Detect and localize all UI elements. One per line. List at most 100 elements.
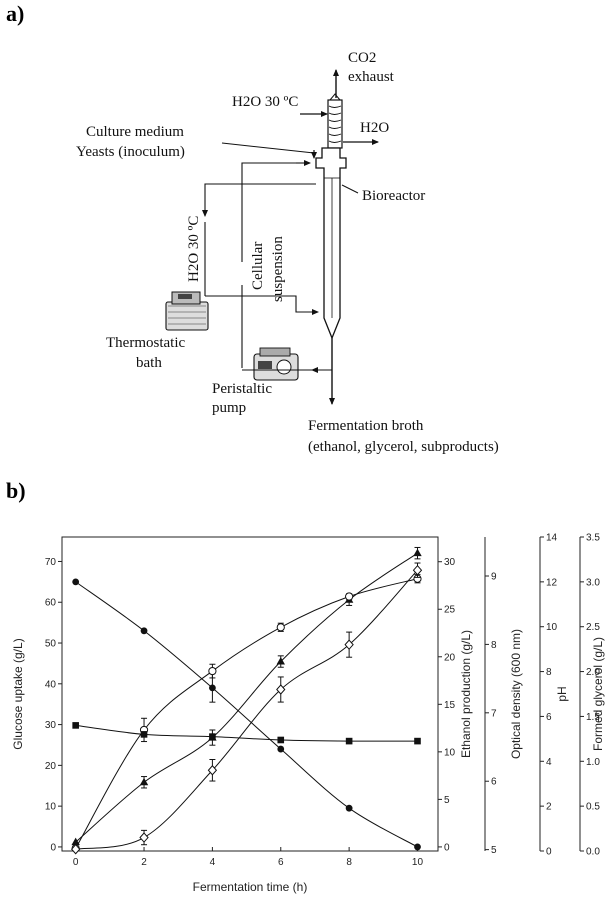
exhaust-label: exhaust bbox=[348, 69, 395, 85]
series-line bbox=[75, 552, 418, 843]
y-tick-label: 3.5 bbox=[586, 533, 600, 544]
y-tick-label: 8 bbox=[491, 640, 497, 651]
jacket-in-line bbox=[205, 295, 319, 315]
data-point bbox=[414, 843, 421, 851]
y-tick-label: 0.5 bbox=[586, 802, 600, 813]
data-point bbox=[276, 623, 285, 632]
data-point bbox=[207, 765, 218, 776]
y-tick-label: 60 bbox=[45, 598, 57, 609]
x-tick-label: 0 bbox=[73, 857, 79, 868]
y-tick-label: 70 bbox=[45, 557, 57, 568]
x-axis-label: Fermentation time (h) bbox=[193, 880, 308, 894]
data-point bbox=[139, 832, 149, 843]
inoculum-leader-line bbox=[221, 142, 315, 154]
y-tick-label: 9 bbox=[491, 571, 497, 582]
data-point bbox=[140, 731, 148, 738]
bioreactor-label: Bioreactor bbox=[362, 188, 425, 204]
bioreactor-vessel-icon bbox=[315, 147, 347, 340]
y-tick-label: 3.0 bbox=[586, 577, 600, 588]
data-point bbox=[413, 548, 422, 557]
data-point bbox=[345, 804, 353, 812]
y-axis-label: Glucose uptake (g/L) bbox=[11, 638, 25, 749]
y-tick-label: 1.5 bbox=[586, 712, 600, 723]
data-point bbox=[209, 684, 216, 692]
data-point bbox=[72, 578, 80, 586]
data-point bbox=[208, 666, 217, 676]
broth-products-label: (ethanol, glycerol, subproducts) bbox=[308, 439, 499, 455]
y-tick-label: 1.0 bbox=[586, 757, 600, 768]
y-tick-label: 0 bbox=[444, 842, 450, 853]
condenser-icon bbox=[327, 93, 343, 149]
panel-b-label: b) bbox=[6, 478, 26, 503]
y-tick-label: 10 bbox=[45, 802, 57, 813]
y-tick-label: 30 bbox=[444, 557, 456, 568]
y-tick-label: 5 bbox=[491, 845, 497, 856]
broth-label: Fermentation broth bbox=[308, 418, 424, 434]
y-tick-label: 4 bbox=[546, 757, 552, 768]
suspension-label: suspension bbox=[270, 236, 286, 302]
y-tick-label: 2.5 bbox=[586, 622, 600, 633]
y-tick-label: 2 bbox=[546, 802, 552, 813]
y-tick-label: 0 bbox=[546, 847, 552, 858]
pump-label: pump bbox=[212, 400, 246, 416]
y-tick-label: 2.0 bbox=[586, 667, 600, 678]
y-tick-label: 7 bbox=[491, 708, 497, 719]
y-axis-label: Formed glycerol (g/L) bbox=[591, 637, 605, 751]
y-axis-label: Ethanol production (g/L) bbox=[459, 630, 473, 758]
h2o-side-label: H2O 30 ºC bbox=[186, 216, 202, 282]
y-axis-label: Optical density (600 nm) bbox=[509, 629, 523, 759]
y-tick-label: 25 bbox=[444, 605, 456, 616]
h2o-top-label: H2O 30 ºC bbox=[232, 94, 298, 110]
thermostatic-label: Thermostatic bbox=[106, 335, 185, 351]
y-tick-label: 6 bbox=[546, 712, 552, 723]
data-point bbox=[71, 843, 81, 855]
peristaltic-pump-icon bbox=[253, 347, 299, 381]
data-point bbox=[72, 722, 79, 729]
y-tick-label: 10 bbox=[444, 747, 456, 758]
jacket-out-line bbox=[202, 183, 316, 217]
y-tick-label: 8 bbox=[546, 667, 552, 678]
data-point bbox=[277, 736, 285, 744]
series-line bbox=[75, 578, 418, 849]
y-tick-label: 0 bbox=[50, 842, 56, 853]
y-axis-label: pH bbox=[555, 686, 569, 701]
x-tick-label: 6 bbox=[278, 857, 284, 868]
series-line bbox=[75, 724, 418, 742]
y-tick-label: 6 bbox=[491, 777, 497, 788]
culture-medium-label: Culture medium bbox=[86, 124, 184, 140]
y-tick-label: 12 bbox=[546, 577, 558, 588]
data-point bbox=[276, 684, 286, 695]
y-tick-label: 30 bbox=[45, 720, 57, 731]
data-point bbox=[345, 592, 354, 601]
plot-frame bbox=[61, 536, 439, 852]
thermostatic-bath-icon bbox=[165, 291, 209, 331]
cellular-label: Cellular bbox=[250, 242, 266, 290]
bath-label: bath bbox=[136, 355, 162, 371]
x-tick-label: 10 bbox=[412, 857, 424, 868]
bioreactor-leader-line bbox=[341, 184, 359, 194]
x-tick-label: 4 bbox=[210, 857, 216, 868]
panel-a-label: a) bbox=[6, 1, 24, 26]
y-tick-label: 50 bbox=[45, 639, 57, 650]
data-point bbox=[209, 733, 216, 740]
recycle-top-line bbox=[241, 162, 308, 262]
y-tick-label: 14 bbox=[546, 533, 558, 544]
data-point bbox=[277, 745, 285, 753]
y-tick-label: 10 bbox=[546, 622, 558, 633]
data-point bbox=[344, 639, 354, 650]
x-tick-label: 2 bbox=[141, 857, 147, 868]
peristaltic-label: Peristaltic bbox=[212, 381, 272, 397]
h2o-out-label: H2O bbox=[360, 120, 389, 136]
data-point bbox=[414, 737, 421, 745]
yeasts-label: Yeasts (inoculum) bbox=[76, 144, 185, 160]
data-point bbox=[71, 837, 80, 846]
y-tick-label: 5 bbox=[444, 795, 450, 806]
y-tick-label: 20 bbox=[444, 652, 456, 663]
data-point bbox=[139, 777, 149, 786]
y-tick-label: 40 bbox=[45, 679, 57, 690]
series-line bbox=[75, 581, 418, 848]
data-point bbox=[276, 657, 285, 665]
